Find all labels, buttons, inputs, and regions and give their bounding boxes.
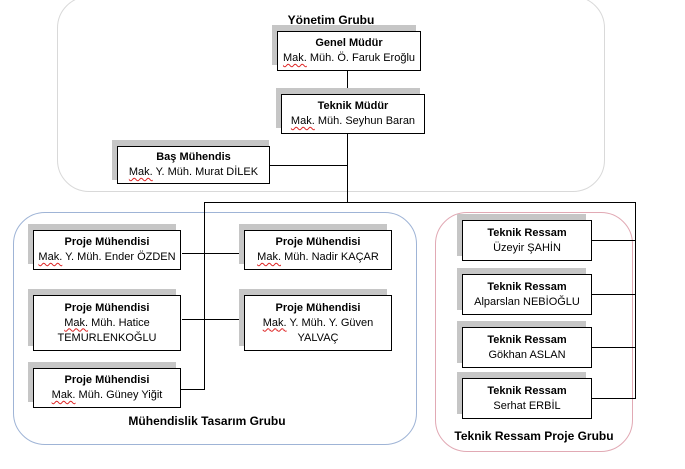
connector-td4	[592, 398, 636, 399]
project-engineer-4-role: Proje Mühendisi	[275, 301, 361, 314]
project-engineer-5-role: Proje Mühendisi	[64, 374, 150, 386]
technical-drafter-1-box: Teknik Ressam Üzeyir ŞAHİN	[462, 220, 592, 261]
general-manager-name: Mak. Müh. Ö. Faruk Eroğlu	[282, 52, 416, 64]
project-engineer-2-name: Mak. Müh. Nadir KAÇAR	[257, 251, 379, 263]
technical-drafter-1-name: Üzeyir ŞAHİN	[493, 241, 561, 254]
project-engineer-4-name: Mak. Y. Müh. Y. Güven	[262, 316, 374, 329]
project-engineer-5-name: Mak. Müh. Güney Yiğit	[51, 389, 163, 401]
project-engineer-3-name-line2: TEMURLENKOĞLU	[57, 331, 157, 344]
project-engineer-1-name: Mak. Y. Müh. Ender ÖZDEN	[38, 251, 176, 263]
drafting-group-title: Teknik Ressam Proje Grubu	[454, 429, 614, 443]
project-engineer-2-box: Proje Mühendisi Mak. Müh. Nadir KAÇAR	[244, 230, 392, 270]
project-engineer-3-role: Proje Mühendisi	[64, 301, 150, 314]
project-engineer-4-box: Proje Mühendisi Mak. Y. Müh. Y. Güven YA…	[244, 295, 392, 351]
general-manager-box: Genel Müdür Mak. Müh. Ö. Faruk Eroğlu	[277, 31, 421, 71]
technical-manager-box: Teknik Müdür Mak. Müh. Seyhun Baran	[281, 94, 425, 134]
project-engineer-3-box: Proje Mühendisi Mak. Müh. Hatice TEMURLE…	[33, 295, 181, 351]
chief-engineer-role: Baş Mühendis	[156, 151, 231, 163]
engineering-group	[13, 212, 417, 445]
technical-manager-name: Mak. Müh. Seyhun Baran	[290, 115, 416, 127]
technical-drafter-4-name: Serhat ERBİL	[493, 399, 561, 412]
chief-engineer-box: Baş Mühendis Mak. Y. Müh. Murat DİLEK	[117, 146, 270, 184]
technical-drafter-4-box: Teknik Ressam Serhat ERBİL	[462, 378, 592, 419]
management-group	[57, 0, 605, 192]
project-engineer-5-box: Proje Mühendisi Mak. Müh. Güney Yiğit	[33, 368, 181, 408]
connector-drafting-trunk	[635, 202, 636, 399]
technical-drafter-3-name: Gökhan ASLAN	[488, 348, 566, 361]
project-engineer-4-name-line2: YALVAÇ	[297, 331, 339, 344]
connector-main-horizontal	[204, 202, 636, 203]
connector-pe3-pe4	[182, 319, 244, 320]
connector-chief	[270, 165, 348, 166]
connector-td1	[592, 240, 636, 241]
technical-drafter-2-name: Alparslan NEBİOĞLU	[474, 295, 580, 308]
connector-pe5	[180, 389, 205, 390]
general-manager-role: Genel Müdür	[315, 37, 383, 49]
project-engineer-1-role: Proje Mühendisi	[64, 236, 150, 248]
technical-drafter-4-role: Teknik Ressam	[487, 384, 567, 397]
technical-drafter-2-role: Teknik Ressam	[487, 280, 567, 293]
technical-drafter-1-role: Teknik Ressam	[487, 226, 567, 239]
project-engineer-1-box: Proje Mühendisi Mak. Y. Müh. Ender ÖZDEN	[33, 230, 181, 270]
drafting-group	[435, 212, 633, 452]
technical-drafter-3-role: Teknik Ressam	[487, 333, 567, 346]
connector-eng-trunk	[204, 202, 205, 390]
technical-drafter-2-box: Teknik Ressam Alparslan NEBİOĞLU	[462, 274, 592, 315]
chief-engineer-name: Mak. Y. Müh. Murat DİLEK	[128, 166, 259, 178]
technical-manager-role: Teknik Müdür	[317, 100, 389, 112]
connector-tm-main	[347, 134, 348, 202]
project-engineer-2-role: Proje Mühendisi	[275, 236, 361, 248]
project-engineer-3-name: Mak. Müh. Hatice	[64, 316, 150, 329]
connector-td3	[592, 347, 636, 348]
engineering-group-title: Mühendislik Tasarım Grubu	[128, 414, 286, 428]
technical-drafter-3-box: Teknik Ressam Gökhan ASLAN	[462, 327, 592, 368]
connector-pe1-pe2	[182, 253, 244, 254]
connector-td2	[592, 294, 636, 295]
management-group-title: Yönetim Grubu	[287, 13, 375, 27]
connector-gm-tm	[347, 70, 348, 93]
